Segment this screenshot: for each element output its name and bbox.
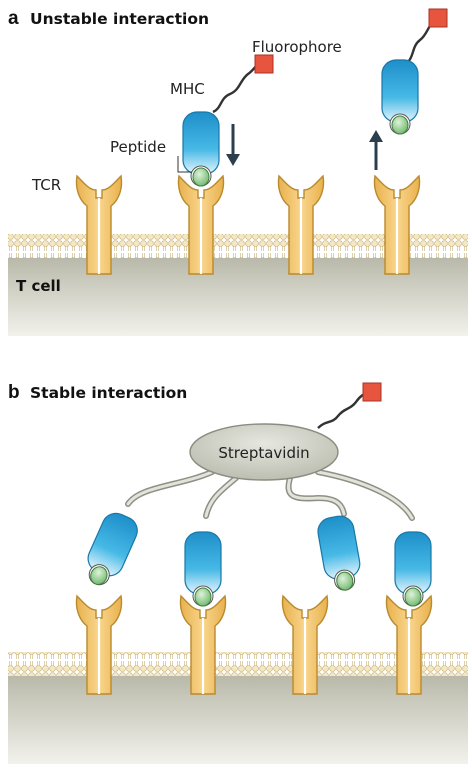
mhc-molecule	[315, 513, 365, 594]
t-cell-body	[8, 676, 468, 764]
fluorophore	[362, 382, 382, 402]
tcr-label: TCR	[31, 176, 61, 194]
streptavidin-label: Streptavidin	[218, 444, 309, 462]
fluorophore	[254, 54, 274, 74]
panel-a-title: Unstable interaction	[30, 10, 209, 28]
mhc-molecule	[184, 531, 222, 607]
fluorophore	[428, 8, 448, 28]
mhc-molecule	[182, 111, 220, 187]
panel-a-letter: a	[8, 8, 19, 29]
panel-b: b Stable interaction Streptavidin	[8, 382, 468, 764]
t-cell-label: T cell	[16, 277, 61, 295]
arrow-up-icon	[369, 130, 383, 170]
mhc-molecule	[394, 531, 432, 607]
mhc-molecule	[381, 59, 419, 135]
mhc-molecule	[78, 508, 143, 592]
linker-chain	[317, 390, 369, 429]
panel-b-letter: b	[8, 382, 20, 403]
streptavidin	[189, 423, 339, 481]
fluorophore-label: Fluorophore	[252, 38, 342, 56]
peptide-pointer	[177, 156, 192, 173]
panel-b-title: Stable interaction	[30, 384, 187, 402]
panel-a: a Unstable interaction T cell Flu	[8, 8, 468, 336]
membrane-bilayer	[8, 652, 468, 676]
mhc-label: MHC	[170, 80, 205, 98]
peptide-label: Peptide	[110, 138, 166, 156]
arrow-down-icon	[226, 124, 240, 166]
